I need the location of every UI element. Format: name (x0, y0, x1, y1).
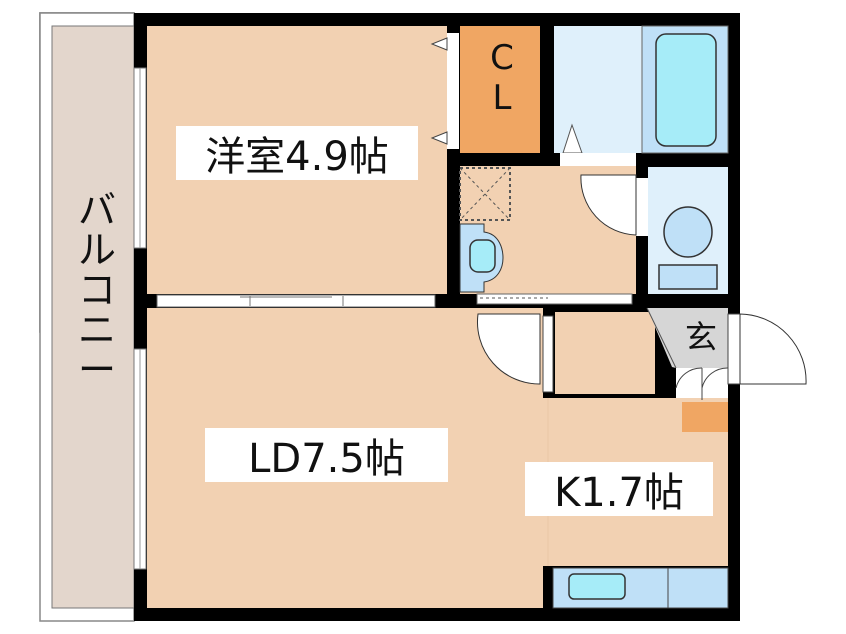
closet-label: C L (490, 38, 514, 118)
living-dining-label: LD7.5帖 (205, 428, 448, 482)
closet-floor (460, 26, 540, 153)
front-door-swing (739, 313, 807, 385)
entrance-label: 玄 (684, 318, 717, 356)
balcony-label: バ ル コ ニ ー (77, 188, 116, 392)
kitchen-label: K1.7帖 (525, 462, 713, 516)
bathtub-icon (655, 33, 717, 147)
hallway-floor (555, 312, 655, 394)
shoe-box (682, 402, 728, 432)
laundry-pan-icon (459, 167, 511, 221)
western-room-label: 洋室4.9帖 (176, 126, 418, 180)
toilet-icon (663, 206, 713, 258)
entrance-floor (647, 308, 728, 368)
sink-icon (568, 573, 626, 600)
